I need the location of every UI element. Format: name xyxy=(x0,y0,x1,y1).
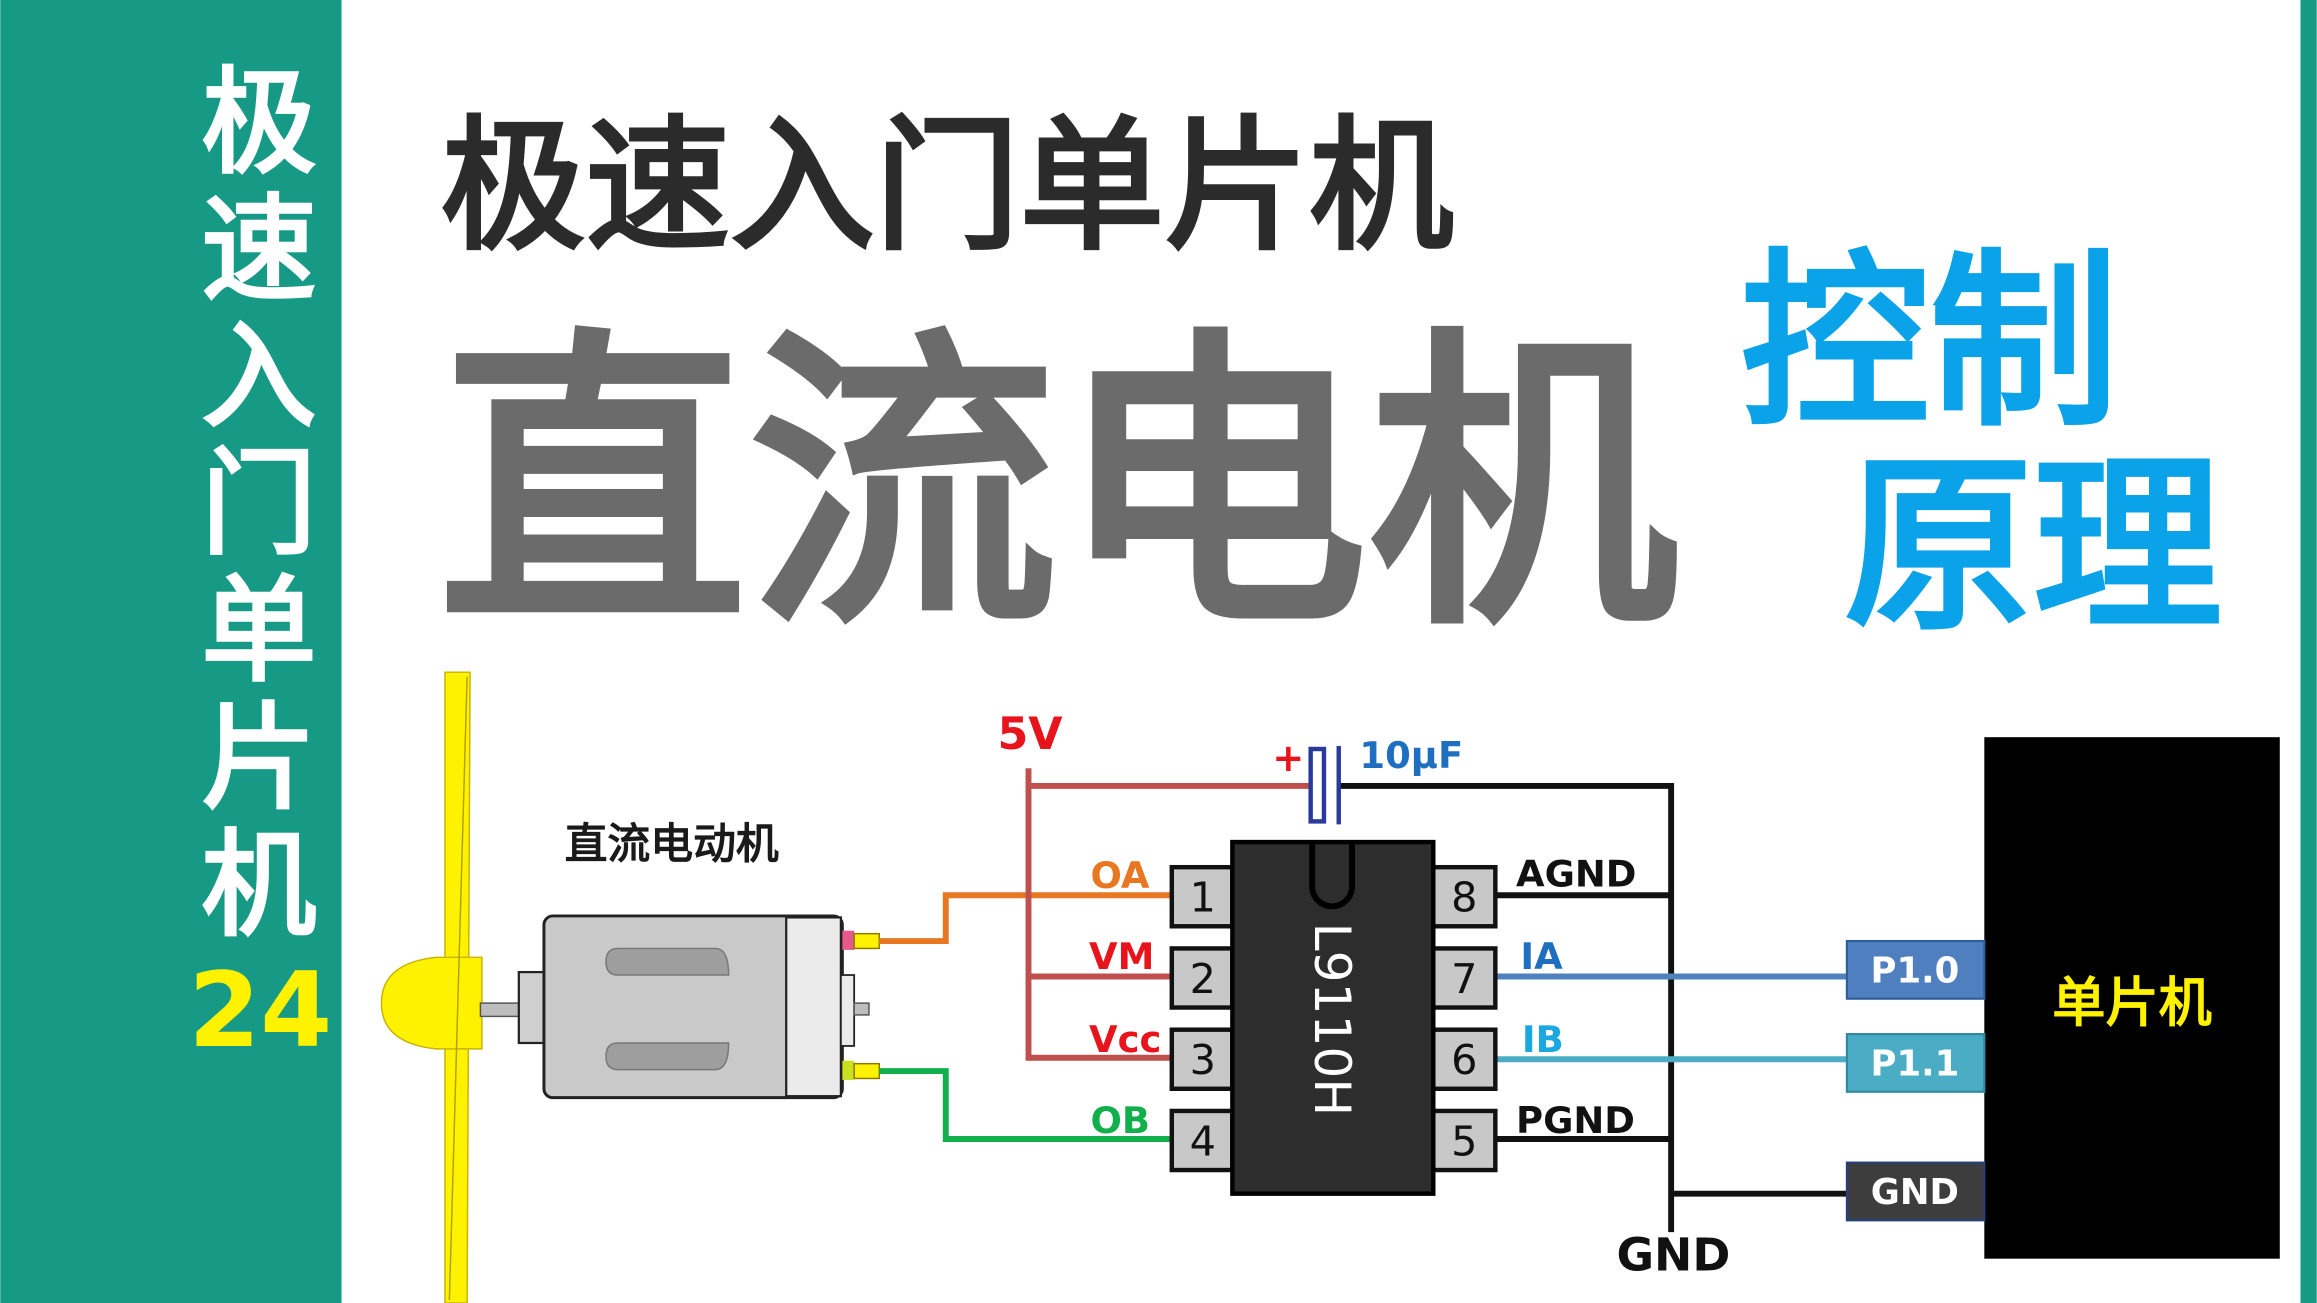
sidebar-char: 机 xyxy=(201,819,316,953)
port-gnd xyxy=(1845,1161,1986,1222)
port-p11 xyxy=(1845,1033,1986,1093)
mcu-ports: P1.0 P1.1 GND xyxy=(1845,939,1986,1222)
sidebar-panel xyxy=(0,0,342,1303)
port-label: GND xyxy=(1871,1172,1959,1213)
pin-label-ia: IA xyxy=(1520,935,1563,978)
subtitle-line1: 控制 xyxy=(1741,232,2119,453)
pin-number: 6 xyxy=(1451,1036,1477,1084)
port-p10 xyxy=(1845,939,1986,1000)
right-edge-strip xyxy=(2300,0,2317,1303)
motor-label: 直流电动机 xyxy=(565,819,779,869)
sidebar-char: 片 xyxy=(201,692,316,826)
pin-number: 3 xyxy=(1190,1036,1216,1084)
mcu-block xyxy=(1984,737,2280,1259)
pin-label-pgnd: PGND xyxy=(1516,1099,1635,1142)
pin-number: 2 xyxy=(1190,955,1216,1003)
sidebar-char: 速 xyxy=(201,184,316,318)
main-title: 直流电机 xyxy=(438,303,1679,668)
capacitor-icon xyxy=(1308,746,1341,825)
capacitor-value: 10μF xyxy=(1359,734,1463,777)
sidebar-vertical-title: 极 速 入 门 单 片 机 xyxy=(201,57,316,953)
pin-number: 7 xyxy=(1451,955,1477,1003)
propeller-icon xyxy=(380,671,483,1303)
pin-label-ib: IB xyxy=(1522,1018,1564,1061)
pin-number: 5 xyxy=(1451,1117,1477,1165)
supply-label: 5V xyxy=(997,709,1063,760)
sidebar-char: 入 xyxy=(201,311,316,445)
sidebar-char: 门 xyxy=(201,438,316,572)
sidebar-char: 极 xyxy=(201,57,316,191)
chip-name: L9110H xyxy=(1303,923,1362,1117)
series-title: 极速入门单片机 xyxy=(441,103,1454,271)
pin-label-oa: OA xyxy=(1091,854,1150,897)
pin-label-agnd: AGND xyxy=(1516,852,1636,895)
pin-label-vcc: Vcc xyxy=(1089,1018,1161,1061)
wire-oa xyxy=(879,892,1172,945)
pin-number: 8 xyxy=(1451,874,1477,922)
capacitor-plus: + xyxy=(1272,736,1304,781)
port-label: P1.0 xyxy=(1871,950,1960,991)
port-label: P1.1 xyxy=(1871,1043,1960,1084)
pin-numbers: 1 2 3 4 8 7 6 5 xyxy=(1190,874,1478,1166)
wire-ob xyxy=(879,1068,1172,1142)
subtitle-line2: 原理 xyxy=(1844,436,2222,657)
wire-gnd-bus xyxy=(1337,782,1675,1233)
pin-label-ob: OB xyxy=(1091,1099,1151,1142)
sidebar-char: 单 xyxy=(201,565,316,699)
dc-motor-icon xyxy=(479,914,881,1100)
episode-number: 24 xyxy=(188,951,332,1071)
pin-number: 1 xyxy=(1190,874,1216,922)
l9110h-chip xyxy=(1169,839,1498,1196)
pin-labels: OA VM Vcc OB AGND IA IB PGND xyxy=(1089,852,1636,1142)
pin-label-vm: VM xyxy=(1089,935,1154,978)
mcu-label: 单片机 xyxy=(2052,972,2212,1034)
pin-number: 4 xyxy=(1190,1117,1216,1165)
ground-label: GND xyxy=(1616,1227,1730,1281)
wires xyxy=(879,768,1847,1233)
